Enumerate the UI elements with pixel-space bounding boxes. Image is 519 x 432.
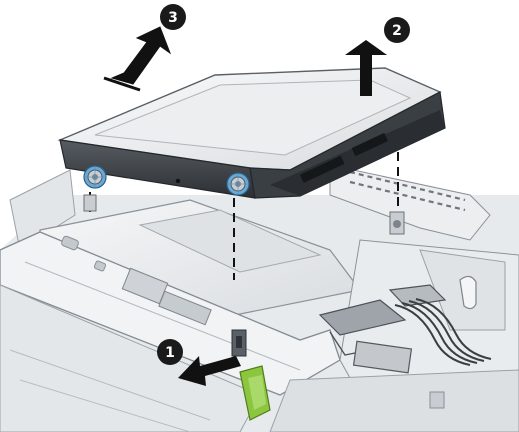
guide-screw-center bbox=[227, 173, 249, 195]
svg-text:1: 1 bbox=[165, 345, 175, 361]
arrow-step-3-lift-out bbox=[104, 27, 170, 90]
svg-text:3: 3 bbox=[168, 10, 178, 26]
svg-text:2: 2 bbox=[392, 23, 402, 39]
callout-step-1: 1 bbox=[157, 339, 183, 365]
guide-screw-left bbox=[84, 166, 106, 188]
drive-release-latch bbox=[232, 330, 246, 356]
callout-step-2: 2 bbox=[384, 17, 410, 43]
callout-step-3: 3 bbox=[160, 4, 186, 30]
